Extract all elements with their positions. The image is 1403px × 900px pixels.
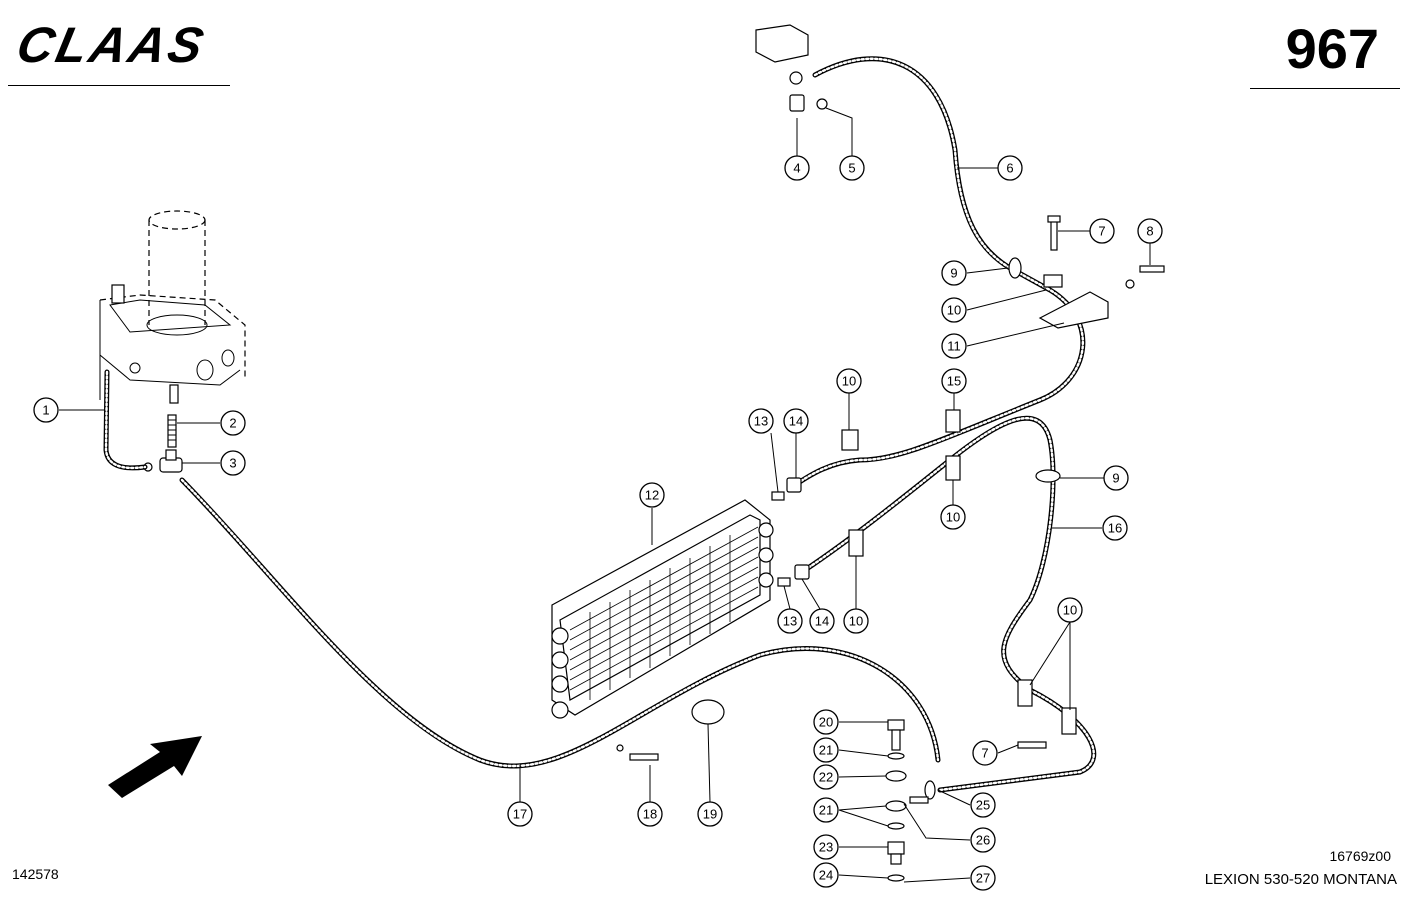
svg-text:26: 26 <box>976 833 990 848</box>
svg-text:8: 8 <box>1146 224 1153 239</box>
bolts <box>616 215 1165 761</box>
pump-block <box>99 210 246 404</box>
svg-text:18: 18 <box>643 807 657 822</box>
callout-14-lower: 14 <box>809 608 835 634</box>
svg-text:10: 10 <box>842 374 856 389</box>
callout-10-lower: 10 <box>843 608 869 634</box>
model-name: LEXION 530-520 MONTANA <box>1204 871 1397 888</box>
callout-16: 16 <box>1102 515 1128 541</box>
svg-text:15: 15 <box>947 374 961 389</box>
page-number: 967 <box>1285 17 1379 80</box>
callout-21-lower: 21 <box>813 797 839 823</box>
callout-10-upper: 10 <box>836 368 862 394</box>
callout-13-upper: 13 <box>748 408 774 434</box>
svg-text:11: 11 <box>947 339 961 354</box>
callout-1: 1 <box>33 397 59 423</box>
callout-21-upper: 21 <box>813 737 839 763</box>
callout-7-lower: 7 <box>972 740 998 766</box>
fittings-13-14 <box>771 477 810 587</box>
banjo-fitting-stack <box>885 719 929 882</box>
callout-15: 15 <box>941 368 967 394</box>
svg-text:5: 5 <box>848 161 855 176</box>
svg-text:21: 21 <box>819 743 833 758</box>
callout-18: 18 <box>637 801 663 827</box>
callout-4: 4 <box>784 155 810 181</box>
hoses <box>103 56 1097 793</box>
callout-23: 23 <box>813 834 839 860</box>
svg-text:10: 10 <box>947 303 961 318</box>
svg-text:7: 7 <box>1098 224 1105 239</box>
brand-logo: CLAAS <box>12 17 240 73</box>
callout-10-bracket: 10 <box>941 297 967 323</box>
svg-text:9: 9 <box>950 266 957 281</box>
svg-text:6: 6 <box>1006 161 1013 176</box>
callout-12: 12 <box>639 482 665 508</box>
svg-text:25: 25 <box>976 798 990 813</box>
top-fittings <box>755 24 828 112</box>
leaders <box>59 107 1151 883</box>
svg-text:21: 21 <box>819 803 833 818</box>
callout-5: 5 <box>839 155 865 181</box>
callout-11: 11 <box>941 333 967 359</box>
header-rule-left <box>8 85 230 86</box>
callout-10-mid: 10 <box>940 504 966 530</box>
hose-clip-19 <box>691 699 725 725</box>
callout-13-lower: 13 <box>777 608 803 634</box>
svg-text:24: 24 <box>819 868 833 883</box>
svg-text:2: 2 <box>229 416 236 431</box>
document-id: 142578 <box>12 866 59 882</box>
callout-9-mid: 9 <box>1103 465 1129 491</box>
svg-text:13: 13 <box>754 414 768 429</box>
svg-text:7: 7 <box>981 746 988 761</box>
bracket-11 <box>1038 274 1109 329</box>
tee-fitting-3 <box>143 449 183 473</box>
callout-17: 17 <box>507 801 533 827</box>
callout-8: 8 <box>1137 218 1163 244</box>
callout-6: 6 <box>997 155 1023 181</box>
svg-text:16: 16 <box>1108 521 1122 536</box>
clamps <box>841 257 1077 800</box>
svg-text:13: 13 <box>783 614 797 629</box>
svg-text:17: 17 <box>513 807 527 822</box>
svg-text:10: 10 <box>946 510 960 525</box>
callout-19: 19 <box>697 801 723 827</box>
svg-text:14: 14 <box>789 414 803 429</box>
svg-text:23: 23 <box>819 840 833 855</box>
svg-text:9: 9 <box>1112 471 1119 486</box>
callout-20: 20 <box>813 709 839 735</box>
brand-logo-text: CLAAS <box>12 17 212 73</box>
callout-10-right: 10 <box>1057 597 1083 623</box>
svg-text:1: 1 <box>42 403 49 418</box>
svg-text:22: 22 <box>819 770 833 785</box>
callout-9-top: 9 <box>941 260 967 286</box>
svg-text:10: 10 <box>1063 603 1077 618</box>
callout-7-top: 7 <box>1089 218 1115 244</box>
callout-24: 24 <box>813 862 839 888</box>
arrow-icon <box>108 736 202 798</box>
svg-text:20: 20 <box>819 715 833 730</box>
callout-14-upper: 14 <box>783 408 809 434</box>
callout-26: 26 <box>970 827 996 853</box>
oil-cooler-12 <box>551 499 774 719</box>
drawing-id: 16769z00 <box>1329 848 1391 864</box>
svg-text:12: 12 <box>645 488 659 503</box>
callout-25: 25 <box>970 792 996 818</box>
callouts: 1 2 3 4 5 6 7 8 9 10 11 10 13 14 15 10 9… <box>33 155 1163 891</box>
callout-3: 3 <box>220 450 246 476</box>
svg-text:10: 10 <box>849 614 863 629</box>
svg-text:19: 19 <box>703 807 717 822</box>
callout-2: 2 <box>220 410 246 436</box>
callout-22: 22 <box>813 764 839 790</box>
svg-text:27: 27 <box>976 871 990 886</box>
svg-text:14: 14 <box>815 614 829 629</box>
header-rule-right <box>1250 88 1400 89</box>
stud-2 <box>167 414 177 448</box>
svg-text:3: 3 <box>229 456 236 471</box>
callout-27: 27 <box>970 865 996 891</box>
svg-text:4: 4 <box>793 161 800 176</box>
